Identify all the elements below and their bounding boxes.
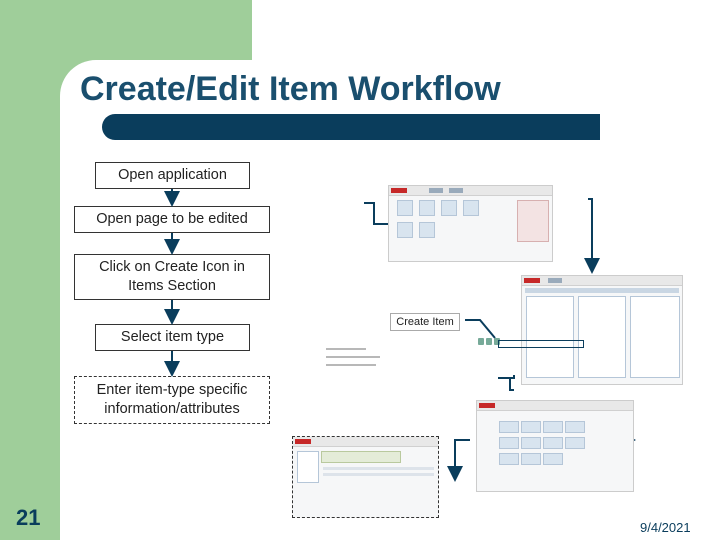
slide-title: Create/Edit Item Workflow xyxy=(80,70,501,108)
green-side-band xyxy=(0,0,60,540)
wire-create-item-callout xyxy=(465,319,496,339)
wire-to-screenshot5 xyxy=(447,439,470,482)
screenshot-item-type-selection xyxy=(476,400,634,492)
wire-to-screenshot3 xyxy=(509,378,514,391)
wire-select-type xyxy=(498,375,515,379)
create-icon-highlight xyxy=(498,340,584,348)
screenshot-page-editor xyxy=(521,275,683,385)
create-item-callout: Create Item xyxy=(390,313,460,331)
create-icons-fragment xyxy=(476,335,506,349)
screenshot-attribute-form xyxy=(292,436,439,518)
step-enter-attributes: Enter item-type specific information/att… xyxy=(74,376,270,424)
items-section-fragment xyxy=(318,334,388,374)
screenshot-application-home xyxy=(388,185,553,262)
wire-to-screenshot1 xyxy=(364,202,388,225)
wire-screenshot1-to-2 xyxy=(584,198,600,274)
step-open-application: Open application xyxy=(95,162,250,189)
step-open-page: Open page to be edited xyxy=(74,206,270,233)
slide-number: 21 xyxy=(16,505,41,530)
slide-date: 9/4/2021 xyxy=(640,520,691,535)
title-underline-bar xyxy=(102,114,600,140)
